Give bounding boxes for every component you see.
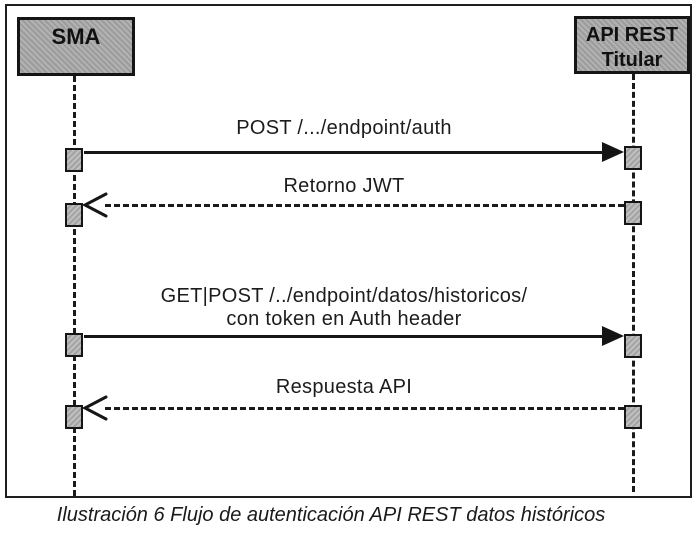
activation-box-api-4 [624,405,642,429]
activation-box-sma-2 [65,203,83,227]
message-label-get-datos: GET|POST /../endpoint/datos/historicos/ … [84,285,604,331]
message-line-respuesta-api [105,407,624,410]
filled-arrowhead-icon [602,142,624,162]
actor-api-box: API REST Titular [574,16,690,74]
message-line-get-datos [84,335,603,338]
diagram-frame: SMA API REST Titular POST /.../endpoint/… [5,4,692,498]
actor-sma-label: SMA [51,24,101,49]
open-arrowhead-icon [82,395,108,421]
activation-box-sma-3 [65,333,83,357]
activation-box-sma-1 [65,148,83,172]
actor-api-label-line2: Titular [601,49,663,71]
message-label-post-auth: POST /.../endpoint/auth [236,117,452,139]
message-line-retorno-jwt [105,204,624,207]
message-label-get-datos-line2: con token en Auth header [226,308,462,330]
message-line-post-auth [84,151,603,154]
filled-arrowhead-icon [602,326,624,346]
activation-box-sma-4 [65,405,83,429]
activation-box-api-3 [624,334,642,358]
figure-caption: Ilustración 6 Flujo de autenticación API… [56,504,606,526]
message-label-respuesta-api: Respuesta API [275,376,413,398]
message-label-retorno-jwt: Retorno JWT [283,175,405,197]
lifeline-api [632,74,635,492]
message-label-get-datos-line1: GET|POST /../endpoint/datos/historicos/ [160,285,528,307]
actor-api-label-line1: API REST [585,24,679,46]
lifeline-sma [73,76,76,496]
actor-sma-box: SMA [17,17,135,76]
activation-box-api-2 [624,201,642,225]
activation-box-api-1 [624,146,642,170]
open-arrowhead-icon [82,192,108,218]
